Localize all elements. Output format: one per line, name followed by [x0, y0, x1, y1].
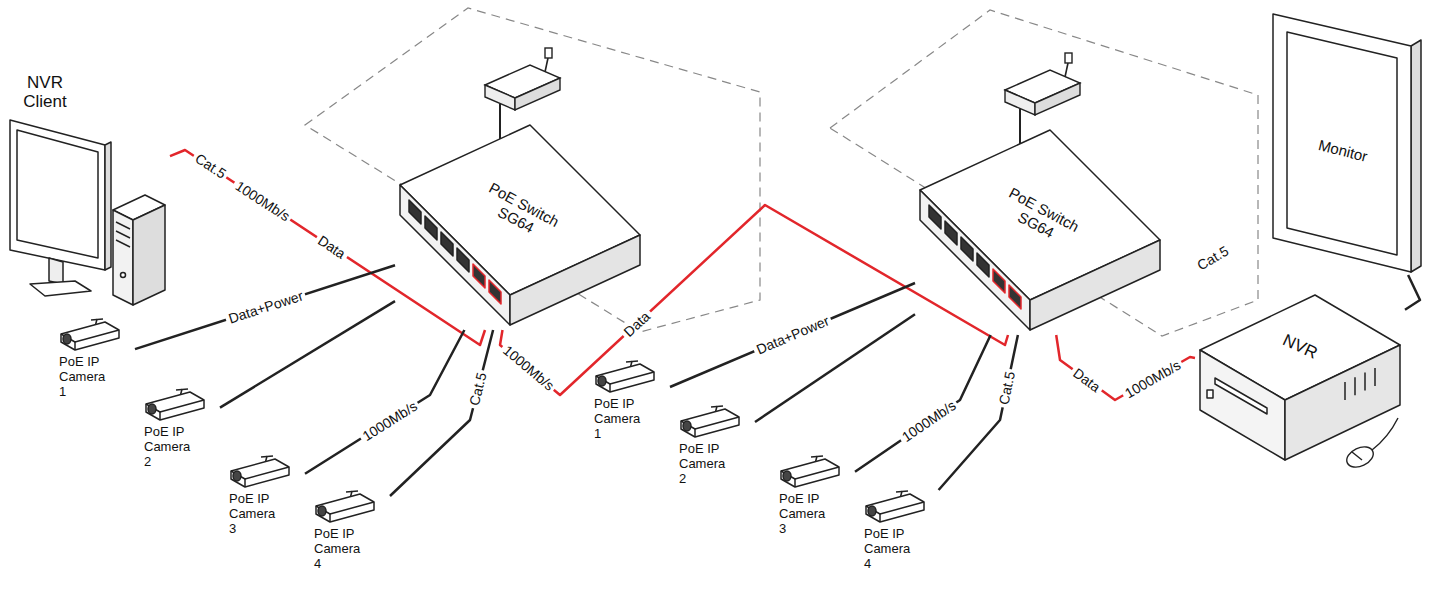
cable-label: Data+Power [751, 311, 834, 358]
camera-node: PoE IP Camera 1 [590, 360, 670, 448]
camera-label: PoE IP Camera 4 [864, 526, 916, 571]
cable-spec-label: Cat.5 [1191, 241, 1233, 275]
cable-label: Data [313, 231, 352, 264]
power-adapter [485, 48, 560, 139]
nvr-illustration [1195, 290, 1405, 465]
cable-label: Cat.5 [995, 367, 1019, 409]
camera-label: PoE IP Camera 2 [679, 441, 731, 486]
poe-cable [1405, 275, 1420, 310]
client-node: NVR Client [5, 70, 170, 310]
camera-label: PoE IP Camera 4 [314, 526, 366, 571]
device-label: NVR Client [15, 73, 75, 112]
camera-node: PoE IP Camera 3 [775, 455, 855, 543]
nvr-node: NVR [1195, 290, 1405, 465]
cable-spec-label: 1000Mb/s [1119, 355, 1185, 403]
power-adapter [1005, 53, 1080, 144]
cable-label: Data+Power [223, 287, 307, 328]
camera-node: PoE IP Camera 4 [860, 490, 940, 578]
poe-cable [755, 314, 915, 422]
cable-spec-label: Cat.5 [189, 149, 231, 184]
camera-node: PoE IP Camera 1 [55, 318, 135, 406]
poe-cable [855, 335, 991, 472]
camera-label: PoE IP Camera 1 [594, 396, 646, 441]
cable-label: 1000Mb/s [357, 396, 423, 446]
cable-spec-label: 1000Mb/s [497, 340, 559, 396]
cable-label: Cat.5 [466, 368, 491, 410]
cable-spec-label: 1000Mb/s [230, 176, 295, 226]
poe-cable [135, 265, 395, 349]
cam-illustration [860, 490, 930, 526]
poe-cable [305, 330, 464, 474]
camera-node: PoE IP Camera 3 [225, 455, 305, 543]
switch-node: PoE Switch SG64 [915, 125, 1165, 335]
cable-label: 1000Mb/s [897, 396, 962, 447]
cam-illustration [55, 318, 125, 354]
switch-node: PoE Switch SG64 [395, 120, 645, 330]
cable-label: Data [618, 306, 655, 342]
cam-illustration [775, 455, 845, 491]
camera-label: PoE IP Camera 1 [59, 354, 111, 399]
monitor-node: Monitor [1265, 10, 1425, 275]
camera-label: PoE IP Camera 3 [229, 491, 281, 536]
cam-illustration [675, 405, 745, 441]
camera-node: PoE IP Camera 2 [675, 405, 755, 493]
camera-node: PoE IP Camera 4 [310, 490, 390, 578]
cable-label: Data [1068, 363, 1106, 397]
cam-illustration [140, 388, 210, 424]
cam-illustration [225, 455, 295, 491]
cam-illustration [310, 490, 380, 526]
dashed-guide [305, 8, 1258, 336]
poe-cable [670, 283, 915, 387]
cam-illustration [590, 360, 660, 396]
camera-node: PoE IP Camera 2 [140, 388, 220, 476]
camera-label: PoE IP Camera 2 [144, 424, 196, 469]
camera-label: PoE IP Camera 3 [779, 491, 831, 536]
